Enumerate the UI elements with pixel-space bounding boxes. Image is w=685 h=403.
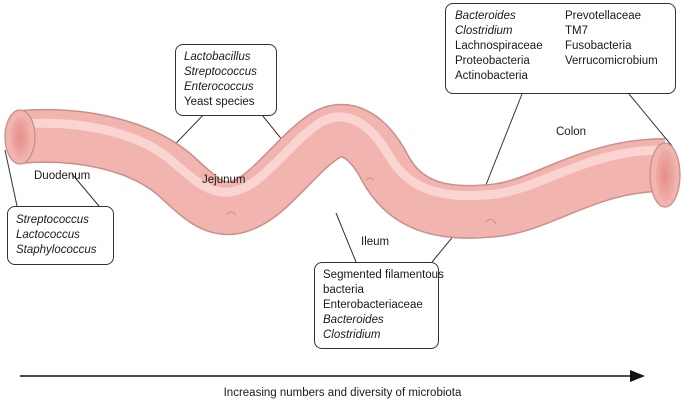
microbe-name: Enterococcus: [184, 81, 254, 93]
region-label-duodenum: Duodenum: [34, 170, 91, 182]
intestine-highlight: [17, 112, 667, 201]
microbe-name: Actinobacteria: [455, 70, 528, 82]
duodenum-pointer-left: [4, 149, 18, 207]
axis-label: Increasing numbers and diversity of micr…: [223, 387, 462, 399]
microbe-name: Verrucomicrobium: [565, 55, 658, 67]
microbe-name: Clostridium: [455, 25, 513, 37]
microbe-name: Lachnospiraceae: [455, 40, 543, 52]
microbe-name: Fusobacteria: [565, 40, 632, 52]
microbe-name: TM7: [565, 25, 588, 37]
microbe-name: Bacteroides: [455, 10, 516, 22]
region-label-jejunum: Jejunum: [202, 174, 246, 186]
microbe-name: Bacteroides: [323, 314, 384, 326]
arrow-head: [630, 370, 645, 382]
microbe-name: Lactococcus: [16, 229, 80, 241]
microbe-name: Clostridium: [323, 329, 381, 341]
intestine: [4, 103, 681, 239]
colon-lumen: [656, 149, 676, 201]
microbe-name: Streptococcus: [16, 214, 89, 226]
diversity-arrow: [20, 370, 645, 382]
microbe-name: Enterobacteriaceae: [323, 299, 423, 311]
duodenum-pointer-right: [71, 173, 100, 207]
microbe-name: Lactobacillus: [184, 51, 251, 63]
intestine-body: [17, 105, 666, 238]
microbe-name: Prevotellaceae: [565, 10, 642, 22]
microbe-name: Proteobacteria: [455, 55, 530, 67]
intestine-crease-3: [485, 218, 497, 225]
intestine-crease-1: [225, 211, 237, 216]
microbe-name: Yeast species: [184, 96, 255, 108]
microbe-name: Segmented filamentous: [323, 269, 444, 281]
microbe-name: bacteria: [323, 284, 364, 296]
ileum-pointer-left: [335, 212, 357, 263]
duodenum-lumen: [11, 116, 31, 158]
colon-pointer-right: [628, 93, 673, 147]
microbe-name: Staphylococcus: [16, 244, 97, 256]
region-label-colon: Colon: [556, 126, 587, 138]
microbe-name: Streptococcus: [184, 66, 257, 78]
region-label-ileum: Ileum: [361, 236, 390, 248]
intestine-crease-2: [365, 177, 375, 181]
